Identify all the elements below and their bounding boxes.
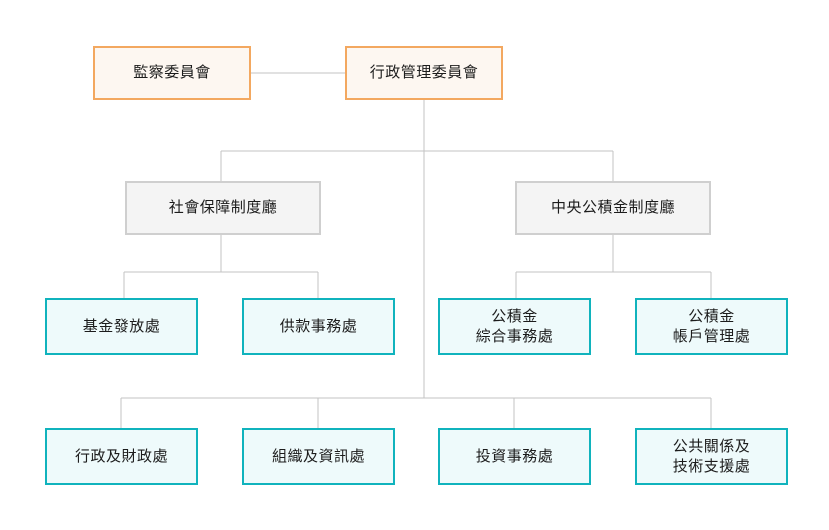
node-fund-disbursement[interactable]: 基金發放處: [45, 298, 198, 355]
node-provident-fund-general-affairs[interactable]: 公積金 綜合事務處: [438, 298, 591, 355]
node-label-provident-fund-account-management: 公積金 帳戶管理處: [672, 306, 751, 345]
node-contribution-affairs[interactable]: 供款事務處: [242, 298, 395, 355]
node-label-central-provident-fund-bureau: 中央公積金制度廳: [550, 198, 675, 217]
node-investment-affairs[interactable]: 投資事務處: [438, 428, 591, 485]
node-public-relations-technical-support[interactable]: 公共關係及 技術支援處: [635, 428, 788, 485]
node-label-fund-disbursement: 基金發放處: [82, 316, 161, 335]
node-label-public-relations-technical-support: 公共關係及 技術支援處: [672, 436, 751, 475]
node-social-security-bureau[interactable]: 社會保障制度廳: [125, 181, 321, 235]
node-administration-finance[interactable]: 行政及財政處: [45, 428, 198, 485]
node-supervisory-committee[interactable]: 監察委員會: [93, 46, 251, 100]
node-label-investment-affairs: 投資事務處: [475, 446, 554, 465]
node-central-provident-fund-bureau[interactable]: 中央公積金制度廳: [515, 181, 711, 235]
node-provident-fund-account-management[interactable]: 公積金 帳戶管理處: [635, 298, 788, 355]
node-administrative-committee[interactable]: 行政管理委員會: [345, 46, 503, 100]
node-organization-information[interactable]: 組織及資訊處: [242, 428, 395, 485]
node-label-organization-information: 組織及資訊處: [271, 446, 365, 465]
node-label-provident-fund-general-affairs: 公積金 綜合事務處: [475, 306, 554, 345]
node-label-administrative-committee: 行政管理委員會: [369, 63, 479, 82]
node-label-social-security-bureau: 社會保障制度廳: [168, 198, 278, 217]
node-label-supervisory-committee: 監察委員會: [133, 63, 211, 82]
node-label-contribution-affairs: 供款事務處: [279, 316, 358, 335]
node-label-administration-finance: 行政及財政處: [74, 446, 168, 465]
